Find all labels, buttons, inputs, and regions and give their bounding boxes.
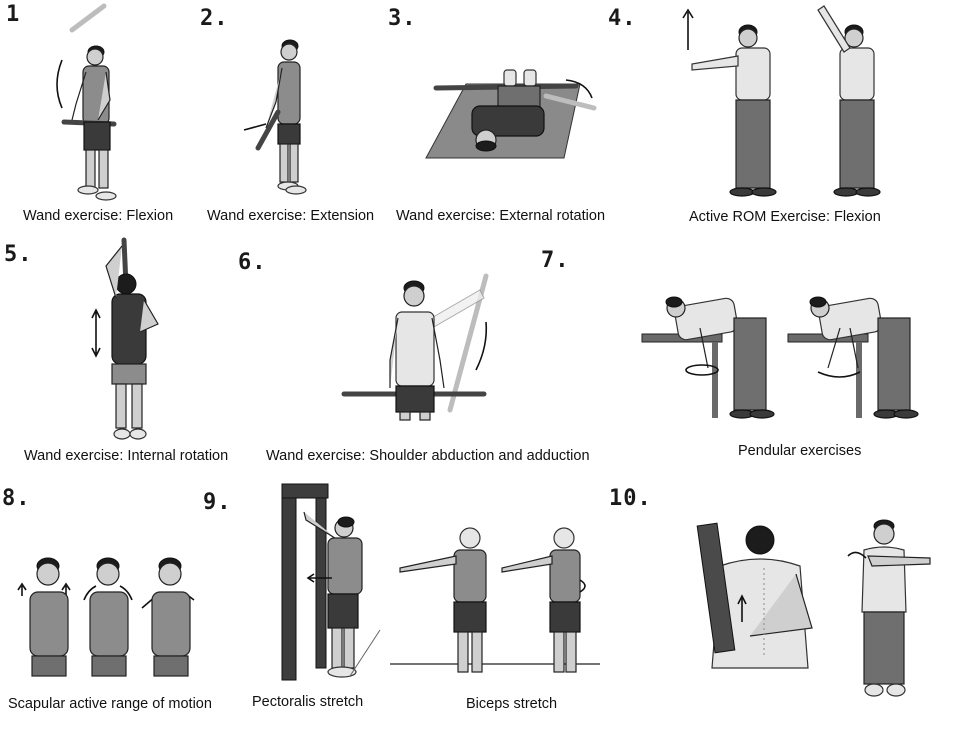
panel-number-3: 3. <box>388 6 417 31</box>
illustration-wand-internal-rotation <box>91 237 159 440</box>
panel-number-7: 7. <box>541 248 570 273</box>
illustration-pectoralis-stretch <box>281 483 381 681</box>
panel-number-8: 8. <box>2 486 31 511</box>
caption-biceps-stretch: Biceps stretch <box>466 696 558 712</box>
panel-number-10: 10. <box>609 486 652 511</box>
illustration-wand-external-rotation <box>425 69 597 159</box>
caption-external-rotation: Wand exercise: External rotation <box>396 208 606 224</box>
panel-number-5: 5. <box>4 242 33 267</box>
panel-number-4: 4. <box>608 6 637 31</box>
illustration-cross-body-stretch <box>847 519 931 697</box>
illustration-wand-abduction-adduction <box>341 273 489 421</box>
caption-pendular: Pendular exercises <box>738 443 862 459</box>
caption-internal-rotation: Wand exercise: Internal rotation <box>24 448 229 464</box>
caption-scapular-rom: Scapular active range of motion <box>8 696 212 712</box>
illustration-wand-flexion <box>56 3 117 201</box>
illustration-scapular-rom <box>17 557 195 677</box>
panel-number-6: 6. <box>238 250 267 275</box>
illustration-active-rom-flexion <box>682 5 881 197</box>
illustration-pendular <box>641 296 919 419</box>
caption-abduction-adduction: Wand exercise: Shoulder abduction and ad… <box>266 448 590 464</box>
panel-number-9: 9. <box>203 490 232 515</box>
illustration-biceps-stretch <box>390 527 600 673</box>
illustration-towel-stretch <box>696 522 813 669</box>
caption-active-rom-flexion: Active ROM Exercise: Flexion <box>689 209 881 225</box>
panel-number-1: 1 <box>6 2 21 27</box>
illustration-wand-extension <box>243 39 307 195</box>
caption-pectoralis-stretch: Pectoralis stretch <box>252 694 364 710</box>
caption-extension: Wand exercise: Extension <box>207 208 375 224</box>
caption-flexion: Wand exercise: Flexion <box>23 208 174 224</box>
panel-number-2: 2. <box>200 6 229 31</box>
